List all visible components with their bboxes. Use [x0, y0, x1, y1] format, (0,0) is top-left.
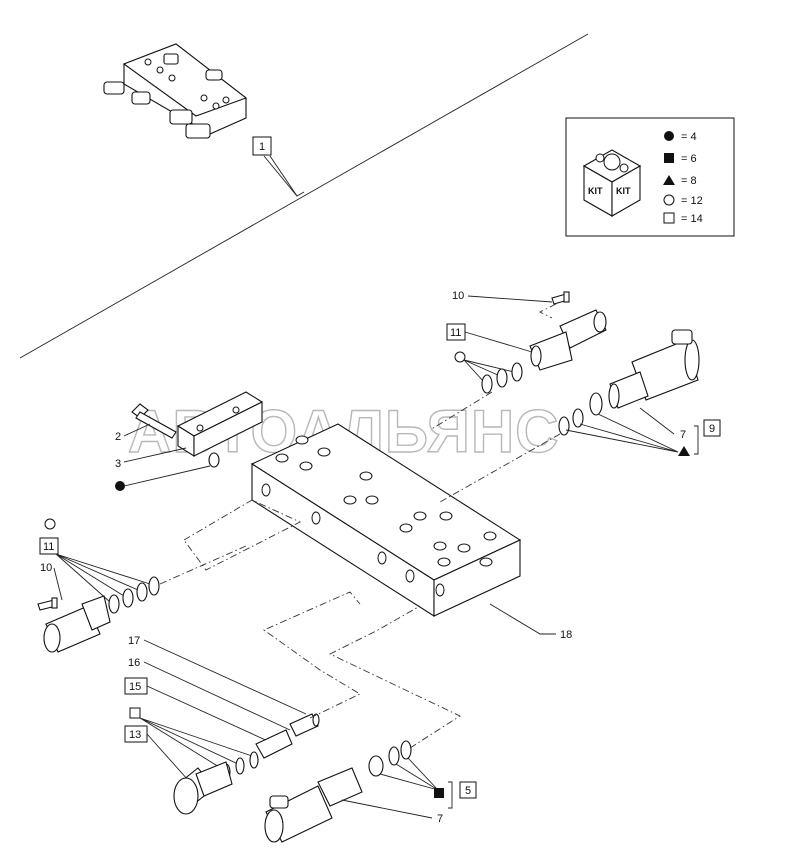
legend-entry-1: = 4	[681, 131, 697, 143]
o-ring	[400, 740, 412, 760]
cover-plate-3	[176, 391, 264, 457]
callout-box-5	[459, 781, 477, 799]
o-ring	[235, 757, 245, 775]
plate-leader	[123, 447, 187, 463]
solenoid-valve-top	[529, 309, 607, 371]
filled-square-icon	[664, 153, 674, 163]
callout-box-9	[703, 419, 721, 437]
filled-circle-icon	[664, 131, 674, 141]
open-square-icon	[663, 212, 675, 224]
callout-13: 13	[129, 729, 141, 741]
callout-17: 17	[128, 635, 140, 647]
bolt-2	[131, 403, 177, 439]
plug-valve-13	[173, 761, 233, 815]
open-square-marker	[129, 707, 141, 719]
callout-box-1	[252, 136, 272, 156]
spool-16-17	[255, 713, 320, 759]
o-ring	[496, 368, 508, 388]
solenoid-valve-bottom	[264, 767, 363, 843]
kit-5-bracket	[448, 781, 453, 809]
callout-11-top: 11	[450, 327, 461, 339]
callout-15: 15	[129, 681, 141, 693]
plate-o-ring	[208, 452, 220, 468]
filled-square-marker	[434, 788, 444, 798]
kit-label-left: KIT	[588, 186, 603, 196]
legend-entry-2: = 6	[681, 153, 697, 165]
valve-assembly-thumbnail	[103, 43, 248, 139]
callout-10-top: 10	[452, 290, 464, 302]
o-ring	[249, 751, 259, 769]
o-ring	[368, 755, 384, 777]
callout-2: 2	[115, 431, 121, 443]
kit-9-bracket	[694, 425, 699, 455]
o-ring	[148, 576, 160, 596]
callout-7-bottom: 7	[437, 813, 443, 825]
o-ring	[572, 408, 584, 428]
block-leader	[489, 603, 556, 635]
callout-box-11-left	[39, 537, 59, 555]
legend-entry-5: = 14	[681, 213, 703, 225]
callout-11-left: 11	[43, 541, 54, 553]
callout-18: 18	[560, 629, 572, 641]
kit-label-right: KIT	[616, 186, 631, 196]
o-ring	[388, 746, 400, 766]
callout-7-right: 7	[680, 429, 686, 441]
kit-box-icon: KIT KIT	[582, 149, 642, 217]
open-circle-icon	[663, 194, 675, 206]
o-ring	[511, 362, 523, 382]
callout-9: 9	[709, 423, 715, 435]
callout-16: 16	[128, 657, 140, 669]
o-ring	[136, 582, 148, 602]
filled-triangle-marker	[678, 446, 690, 456]
legend-entry-4: = 12	[681, 195, 703, 207]
kit-legend: KIT KIT = 4 = 6 = 8 = 12 = 14	[565, 117, 735, 237]
o-ring	[108, 594, 120, 614]
o-ring	[481, 374, 493, 394]
callout-10-left: 10	[40, 562, 52, 574]
callout-5: 5	[465, 785, 471, 797]
o-ring-leader	[123, 465, 211, 487]
open-circle-marker-left	[44, 518, 56, 530]
callout-3: 3	[115, 458, 121, 470]
open-circle-marker-top	[454, 351, 466, 363]
valve-block-18	[250, 423, 522, 618]
o-ring	[122, 588, 134, 608]
o-ring	[589, 392, 603, 416]
screw-10-left	[37, 597, 58, 611]
filled-circle-marker	[115, 481, 125, 491]
bolt-leader	[123, 423, 151, 437]
separator-line	[19, 33, 589, 359]
screw-top-leader	[467, 295, 553, 303]
legend-entry-3: = 8	[681, 175, 697, 187]
filled-triangle-icon	[663, 175, 675, 185]
screw-10-top	[551, 291, 570, 305]
o-ring	[558, 416, 570, 436]
solenoid-valve-left	[43, 595, 111, 653]
solenoid-valve-right	[608, 329, 700, 409]
callout-1: 1	[259, 141, 265, 153]
